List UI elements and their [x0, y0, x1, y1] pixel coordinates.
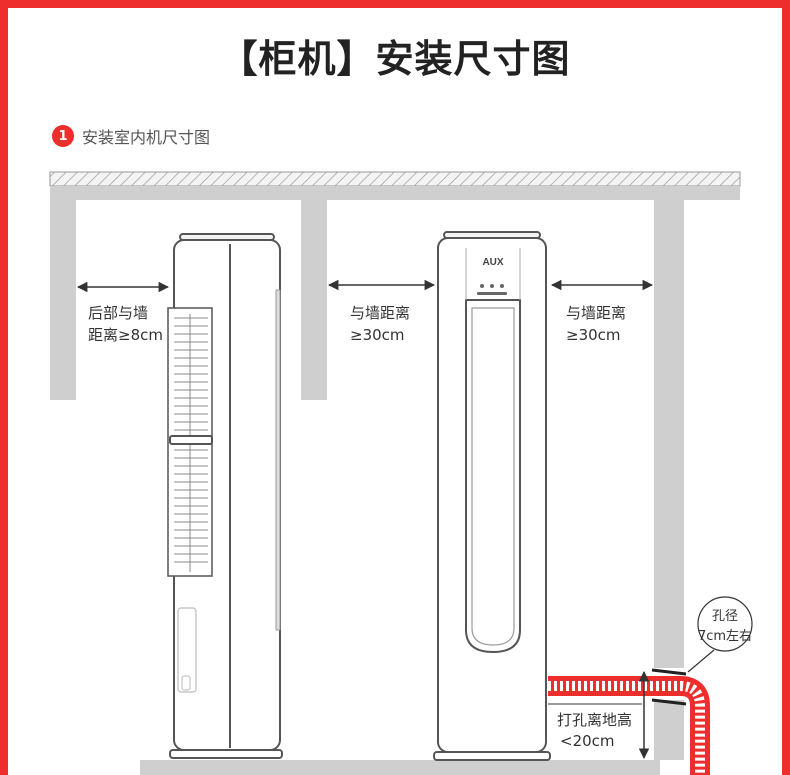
brand-logo: AUX — [482, 257, 503, 268]
side-gap-right-label-line2: ≥30cm — [566, 326, 621, 344]
step-number-badge: 1 — [52, 125, 74, 147]
side-gap-left-label-line1: 与墙距离 — [350, 304, 410, 322]
refrigerant-pipe-hatch — [548, 681, 705, 775]
indoor-unit-side-view — [167, 233, 283, 759]
hole-diameter-label-line2: 7cm左右 — [698, 629, 752, 644]
page-title: 【柜机】安装尺寸图 — [219, 37, 571, 81]
rear-gap-label-line2: 距离≥8cm — [88, 326, 163, 344]
hole-height-label-line2: <20cm — [560, 732, 615, 750]
indoor-unit-front-view — [433, 231, 551, 761]
hole-mark-top — [651, 668, 687, 676]
hole-diameter-label-line1: 孔径 — [712, 609, 738, 624]
side-gap-left-label-line2: ≥30cm — [350, 326, 405, 344]
rear-gap-label-line1: 后部与墙 — [88, 304, 148, 322]
hole-height-label-line1: 打孔离地高 — [557, 711, 632, 729]
hole-callout-leader — [687, 649, 715, 673]
wall-sections — [50, 186, 740, 775]
step-label: 安装室内机尺寸图 — [82, 128, 211, 147]
ceiling-hatch — [49, 171, 741, 187]
side-gap-right-label-line1: 与墙距离 — [566, 304, 626, 322]
control-panel-indicators — [477, 284, 507, 295]
step-heading: 1 安装室内机尺寸图 — [52, 124, 210, 148]
hole-mark-bottom — [651, 698, 687, 706]
hole-callout-circle — [697, 596, 753, 652]
